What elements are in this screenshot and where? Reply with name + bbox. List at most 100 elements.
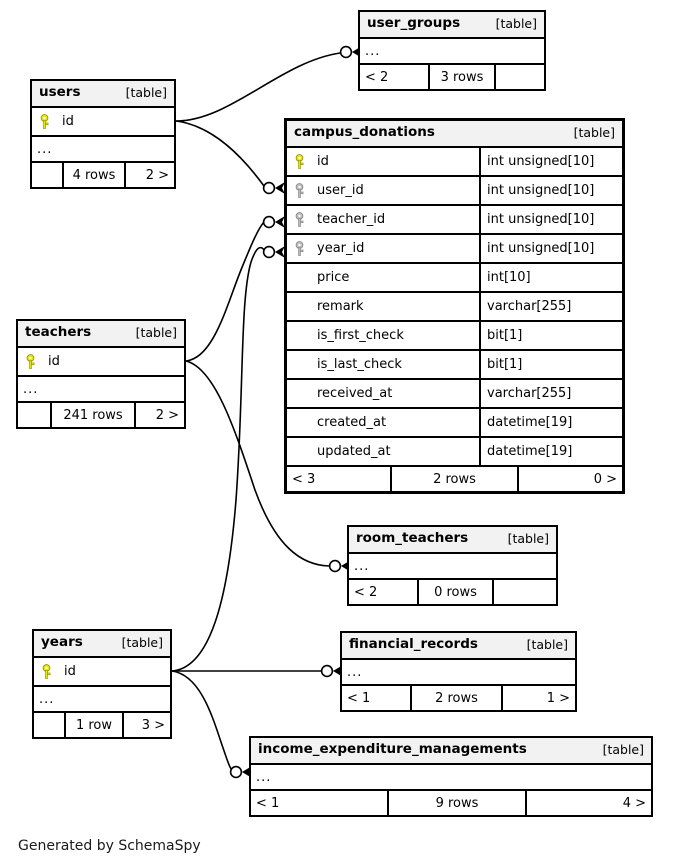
table-node-income-expenditure-managements[interactable]: income_expenditure_managements [table] .… — [249, 736, 653, 817]
footer-inbound-count[interactable]: < 2 — [354, 584, 378, 600]
collapsed-columns-ellipsis[interactable]: ... — [18, 377, 184, 403]
footer-row-count: 2 rows — [390, 467, 519, 491]
footer-inbound-count[interactable] — [32, 163, 62, 187]
collapsed-columns-ellipsis[interactable]: ... — [34, 687, 170, 713]
column-name-text: created_at — [317, 415, 387, 430]
table-title: room_teachers — [356, 530, 469, 547]
footer-inbound-count[interactable]: < 2 — [365, 69, 389, 85]
column-name-text: id — [48, 354, 60, 369]
footer-outbound-count[interactable] — [496, 65, 544, 89]
table-footer: 1 row 3 > — [34, 713, 170, 737]
footer-outbound-count[interactable]: 4 > — [622, 795, 646, 811]
column-type-text: varchar[255] — [479, 293, 622, 320]
column-row[interactable]: price int[10] — [287, 264, 622, 293]
column-name-text: price — [317, 270, 350, 285]
collapsed-columns-ellipsis[interactable]: ... — [360, 39, 544, 65]
column-type-text: varchar[255] — [479, 380, 622, 407]
table-node-teachers[interactable]: teachers [table] id ... 241 rows 2 > — [16, 319, 186, 429]
column-row[interactable]: id — [32, 108, 174, 137]
column-type-text: int unsigned[10] — [479, 148, 622, 175]
table-footer: 4 rows 2 > — [32, 163, 174, 187]
table-kind-label: [table] — [602, 741, 644, 757]
footer-inbound-count[interactable] — [18, 403, 50, 427]
table-header: room_teachers [table] — [349, 527, 556, 554]
column-name-text: received_at — [317, 386, 393, 401]
footer-outbound-count[interactable]: 0 > — [593, 471, 617, 487]
collapsed-columns-ellipsis[interactable]: ... — [342, 660, 575, 686]
footer-outbound-count[interactable]: 2 > — [155, 407, 179, 423]
footer-row-count: 1 row — [64, 713, 124, 737]
footer-outbound-count[interactable] — [494, 580, 556, 604]
edge-users-to-user_groups — [175, 52, 341, 122]
table-title: user_groups — [367, 15, 461, 32]
primary-key-icon — [42, 663, 51, 679]
column-type-text: datetime[19] — [479, 409, 622, 436]
column-name-text: updated_at — [317, 444, 391, 459]
table-node-room-teachers[interactable]: room_teachers [table] ... < 2 0 rows — [347, 525, 558, 606]
column-name-text: id — [64, 664, 76, 679]
table-node-years[interactable]: years [table] id ... 1 row 3 > — [32, 629, 172, 739]
column-name-cell: year_id — [287, 235, 479, 262]
table-node-campus-donations[interactable]: campus_donations [table] id int unsigned… — [284, 118, 625, 494]
collapsed-columns-ellipsis[interactable]: ... — [251, 765, 651, 791]
column-row[interactable]: id — [34, 658, 170, 687]
column-name-cell: teacher_id — [287, 206, 479, 233]
edge-teachers-to-campus_donations — [185, 221, 265, 362]
column-name-text: id — [62, 114, 74, 129]
footer-outbound-count[interactable]: 2 > — [145, 167, 169, 183]
footer-inbound-count[interactable]: < 3 — [292, 471, 316, 487]
column-row[interactable]: updated_at datetime[19] — [287, 438, 622, 467]
footer-outbound-count[interactable]: 3 > — [141, 717, 165, 733]
table-title: financial_records — [349, 636, 478, 653]
column-name-text: year_id — [317, 241, 365, 256]
table-kind-label: [table] — [135, 324, 177, 340]
collapsed-columns-ellipsis[interactable]: ... — [349, 554, 556, 580]
foreign-key-icon — [295, 182, 304, 198]
table-kind-label: [table] — [573, 124, 615, 140]
footer-row-count: 3 rows — [428, 65, 496, 89]
footer-outbound-count[interactable]: 1 > — [546, 690, 570, 706]
table-header: financial_records [table] — [342, 633, 575, 660]
footer-inbound-count[interactable]: < 1 — [347, 690, 371, 706]
column-row[interactable]: is_first_check bit[1] — [287, 322, 622, 351]
column-name-text: teacher_id — [317, 212, 386, 227]
table-header: years [table] — [34, 631, 170, 658]
table-header: campus_donations [table] — [287, 121, 622, 148]
table-footer: < 3 2 rows 0 > — [287, 467, 622, 491]
column-name-text: id — [317, 154, 329, 169]
primary-key-icon — [40, 113, 49, 129]
column-row[interactable]: remark varchar[255] — [287, 293, 622, 322]
column-row[interactable]: user_id int unsigned[10] — [287, 177, 622, 206]
table-node-financial-records[interactable]: financial_records [table] ... < 1 2 rows… — [340, 631, 577, 712]
column-type-text: bit[1] — [479, 322, 622, 349]
table-title: campus_donations — [294, 124, 435, 141]
column-type-text: int[10] — [479, 264, 622, 291]
column-row[interactable]: id — [18, 348, 184, 377]
foreign-key-icon — [295, 240, 304, 256]
table-header: users [table] — [32, 81, 174, 108]
footer-inbound-count[interactable]: < 1 — [256, 795, 280, 811]
column-name-text: is_last_check — [317, 357, 402, 372]
column-row[interactable]: id int unsigned[10] — [287, 148, 622, 177]
column-name-text: user_id — [317, 183, 364, 198]
table-footer: 241 rows 2 > — [18, 403, 184, 427]
table-kind-label: [table] — [495, 15, 537, 31]
column-name-text: is_first_check — [317, 328, 404, 343]
footer-row-count: 241 rows — [50, 403, 136, 427]
column-row[interactable]: created_at datetime[19] — [287, 409, 622, 438]
column-row[interactable]: is_last_check bit[1] — [287, 351, 622, 380]
column-name-cell: user_id — [287, 177, 479, 204]
collapsed-columns-ellipsis[interactable]: ... — [32, 137, 174, 163]
primary-key-icon — [295, 153, 304, 169]
edge-users-to-campus_donations — [175, 120, 265, 187]
table-footer: < 1 2 rows 1 > — [342, 686, 575, 710]
column-row[interactable]: teacher_id int unsigned[10] — [287, 206, 622, 235]
column-type-text: bit[1] — [479, 351, 622, 378]
column-row[interactable]: year_id int unsigned[10] — [287, 235, 622, 264]
table-node-users[interactable]: users [table] id ... 4 rows 2 > — [30, 79, 176, 189]
column-row[interactable]: received_at varchar[255] — [287, 380, 622, 409]
table-node-user-groups[interactable]: user_groups [table] ... < 2 3 rows — [358, 10, 546, 91]
table-header: teachers [table] — [18, 321, 184, 348]
column-name-cell: id — [32, 108, 174, 135]
footer-inbound-count[interactable] — [34, 713, 64, 737]
